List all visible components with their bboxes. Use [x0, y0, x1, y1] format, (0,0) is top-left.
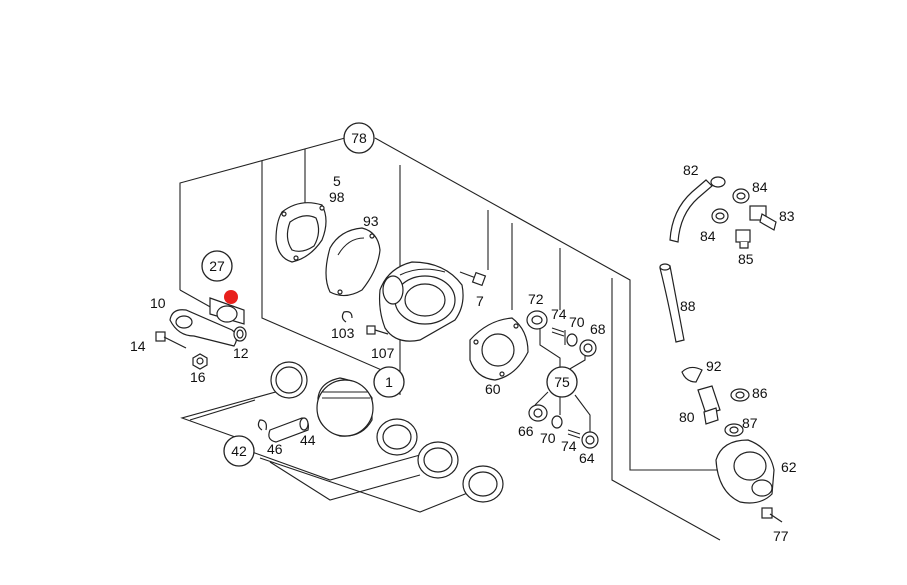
wrist-pin-44 [268, 417, 309, 443]
svg-text:42: 42 [231, 443, 247, 459]
label-46: 46 [267, 441, 283, 457]
label-74-top: 74 [551, 306, 567, 322]
label-12: 12 [233, 345, 249, 361]
hose-82 [669, 176, 726, 243]
label-98: 98 [329, 189, 345, 205]
label-92: 92 [706, 358, 722, 374]
label-70-bottom: 70 [540, 430, 556, 446]
label-5: 5 [333, 173, 341, 189]
svg-text:27: 27 [209, 258, 225, 274]
bolt-7 [459, 271, 487, 287]
fitting-80 [697, 385, 721, 425]
label-16: 16 [190, 369, 206, 385]
highlight-marker[interactable] [224, 290, 238, 304]
svg-text:75: 75 [554, 374, 570, 390]
group-78-leader-lines [179, 137, 721, 541]
hose-88 [659, 263, 685, 343]
group-42-leader-lines [180, 387, 476, 513]
part-number-labels: 5 98 93 7 103 107 10 14 16 12 44 46 60 7… [130, 162, 797, 544]
svg-text:78: 78 [351, 130, 367, 146]
group-75-leader-lines [534, 325, 591, 432]
cover-93 [325, 227, 381, 297]
label-44: 44 [300, 432, 316, 448]
washer-84-bottom [711, 208, 729, 224]
label-72: 72 [528, 291, 544, 307]
piston-ring-top [270, 361, 308, 399]
label-60: 60 [485, 381, 501, 397]
valve-cap-64 [581, 431, 599, 449]
group-callout-1[interactable]: 1 [373, 366, 405, 398]
bolt-14 [155, 331, 187, 349]
label-10: 10 [150, 295, 166, 311]
svg-text:1: 1 [385, 374, 393, 390]
bolt-107 [366, 325, 389, 335]
piston-ring-1 [376, 418, 418, 456]
compressor-head [378, 261, 464, 342]
bolt-77 [761, 507, 783, 523]
label-62: 62 [781, 459, 797, 475]
seal-87 [724, 423, 744, 437]
label-74-bottom: 74 [561, 438, 577, 454]
label-80: 80 [679, 409, 695, 425]
valve-seat-66 [528, 404, 548, 422]
plate-70-bottom [551, 415, 563, 429]
piston [316, 377, 374, 437]
label-64: 64 [579, 450, 595, 466]
washer-86 [730, 388, 750, 402]
housing-62 [715, 439, 775, 504]
label-82: 82 [683, 162, 699, 178]
group-callout-75[interactable]: 75 [546, 366, 578, 398]
label-88: 88 [680, 298, 696, 314]
circlip-46 [257, 419, 267, 431]
valve-seat-72 [526, 310, 548, 330]
valve-cap-68 [579, 339, 597, 357]
label-14: 14 [130, 338, 146, 354]
bushing-12 [233, 326, 247, 342]
label-103: 103 [331, 325, 355, 341]
label-84-bottom: 84 [700, 228, 716, 244]
group-callout-42[interactable]: 42 [223, 435, 255, 467]
label-93: 93 [363, 213, 379, 229]
label-70-top: 70 [569, 314, 585, 330]
spring-74-bottom [567, 429, 581, 439]
label-84-top: 84 [752, 179, 768, 195]
piston-ring-3 [462, 465, 504, 503]
label-85: 85 [738, 251, 754, 267]
label-83: 83 [779, 208, 795, 224]
label-7: 7 [476, 293, 484, 309]
group-callout-27[interactable]: 27 [201, 250, 233, 282]
label-77: 77 [773, 528, 789, 544]
clip-92 [681, 366, 703, 383]
label-87: 87 [742, 415, 758, 431]
banjo-bolt-83 [749, 205, 777, 231]
label-107: 107 [371, 345, 395, 361]
gasket-60 [469, 317, 529, 381]
clip-103 [341, 311, 353, 323]
gasket-5 [275, 202, 327, 263]
spring-74-top [551, 327, 565, 337]
piston-ring-2 [417, 441, 459, 479]
label-66: 66 [518, 423, 534, 439]
plate-70-top [566, 333, 578, 347]
plug-85 [735, 229, 751, 249]
label-68: 68 [590, 321, 606, 337]
group-callout-78[interactable]: 78 [343, 122, 375, 154]
washer-84-top [732, 188, 750, 204]
label-86: 86 [752, 385, 768, 401]
nut-16 [192, 353, 208, 370]
